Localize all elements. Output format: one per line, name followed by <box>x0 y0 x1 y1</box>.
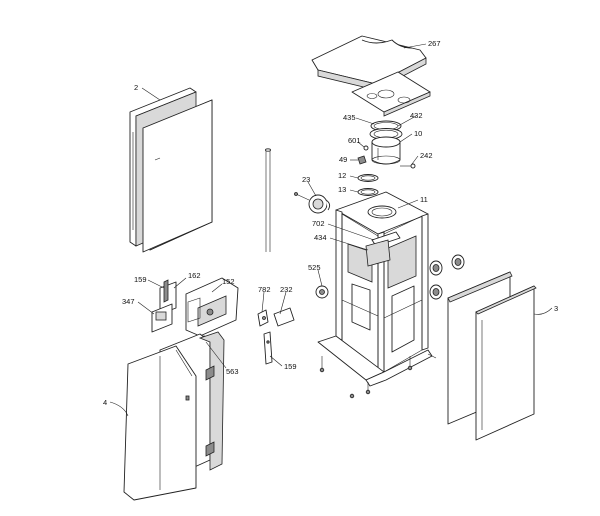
label-232: 232 <box>280 285 293 294</box>
label-162: 162 <box>188 271 201 280</box>
label-159-top: 159 <box>134 275 147 284</box>
label-267: 267 <box>428 39 441 48</box>
label-13: 13 <box>338 185 346 194</box>
label-601: 601 <box>348 136 361 145</box>
part-159-clip-top <box>163 279 169 303</box>
part-3-right-side-panel <box>447 271 537 441</box>
label-2: 2 <box>134 83 138 92</box>
label-782: 782 <box>258 285 271 294</box>
label-11: 11 <box>420 195 428 204</box>
part-232-plate <box>273 307 295 327</box>
part-2-panel-face <box>142 99 213 253</box>
part-434-housing <box>365 239 391 267</box>
part-347-display <box>151 303 173 333</box>
label-434: 434 <box>314 233 327 242</box>
part-152-control-panel <box>185 277 239 337</box>
label-432: 432 <box>410 111 423 120</box>
vertical-rod <box>265 148 271 252</box>
part-23-component <box>294 192 331 214</box>
label-347: 347 <box>122 297 135 306</box>
part-10-flue-adaptor <box>371 136 401 165</box>
leader-lines <box>109 43 553 417</box>
label-563: 563 <box>226 367 239 376</box>
part-12-seal <box>357 174 379 182</box>
frame-fasteners <box>319 356 413 399</box>
label-4: 4 <box>103 398 107 407</box>
part-49-clip <box>357 155 367 165</box>
callout-labels: 2 267 435 432 601 10 49 242 12 13 23 11 … <box>103 39 558 407</box>
label-525: 525 <box>308 263 321 272</box>
label-702: 702 <box>312 219 325 228</box>
label-3: 3 <box>554 304 558 313</box>
part-782-sensor <box>257 309 269 327</box>
part-13-gasket <box>357 188 379 196</box>
part-525-pump <box>315 285 329 299</box>
top-plate <box>351 71 431 117</box>
label-23: 23 <box>302 175 310 184</box>
label-242: 242 <box>420 151 433 160</box>
part-242-bolt <box>400 163 416 169</box>
part-4-front-panel <box>123 345 197 501</box>
part-601-screw <box>363 145 369 151</box>
part-159-clip-bottom <box>263 331 273 365</box>
label-159-bottom: 159 <box>284 362 297 371</box>
label-10: 10 <box>414 129 422 138</box>
part-11-chassis-frame <box>317 191 437 387</box>
label-12: 12 <box>338 171 346 180</box>
label-49: 49 <box>339 155 347 164</box>
label-152: 152 <box>222 277 235 286</box>
right-connection-rings <box>429 254 465 300</box>
label-435: 435 <box>343 113 356 122</box>
